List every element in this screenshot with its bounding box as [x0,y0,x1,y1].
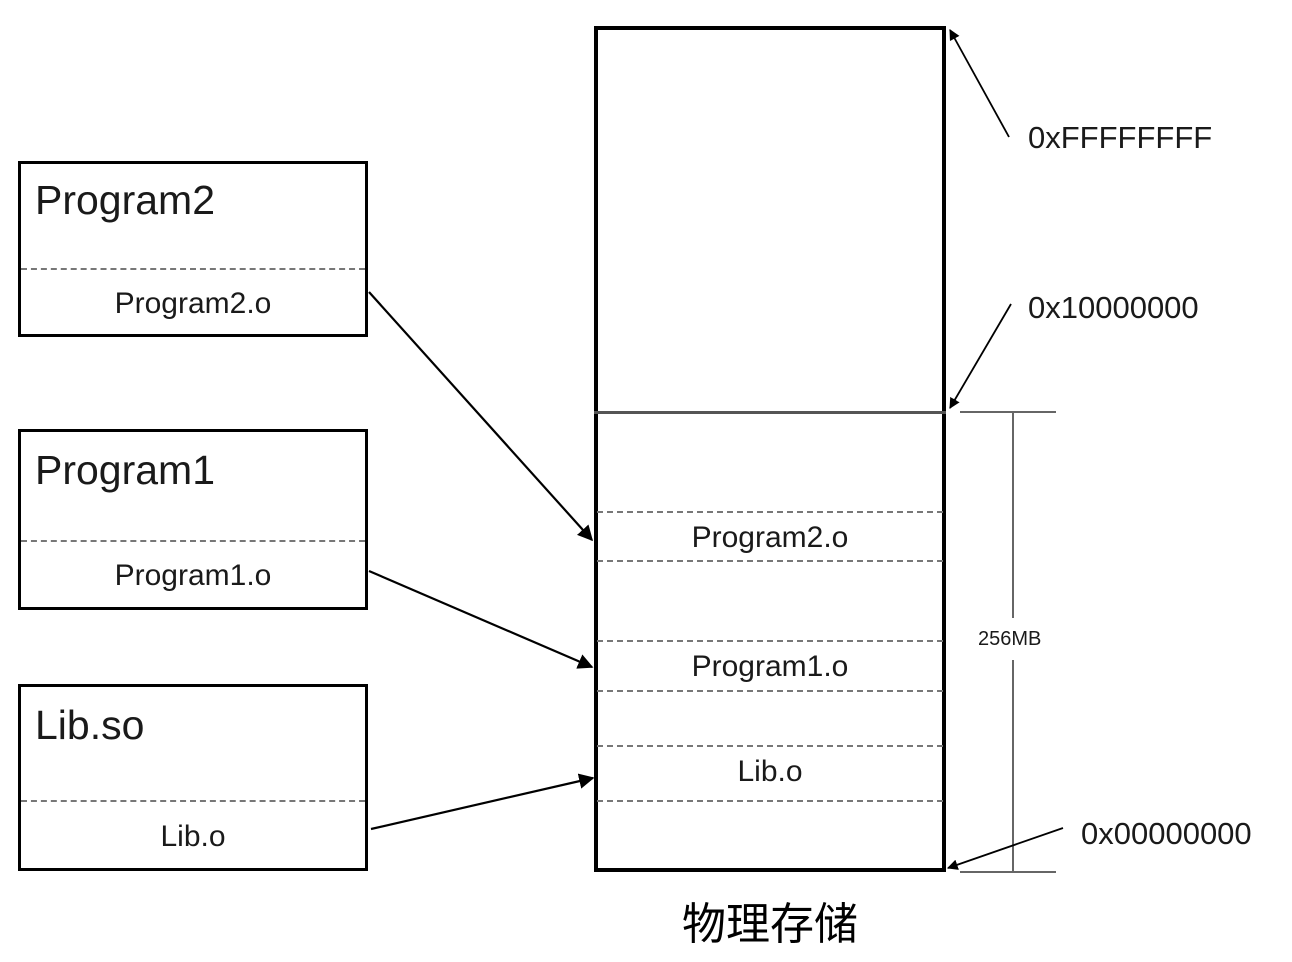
physical-memory-column [594,26,946,872]
memory-segment-label-program2: Program2.o [691,521,849,554]
program-box-divider [21,540,365,542]
arrow-libo-to-memory [370,773,595,831]
program-box-title: Lib.so [35,702,145,748]
memory-segment-divider [597,640,943,642]
memory-segment-label-libo: Lib.o [737,755,803,788]
memory-size-label: 256MB [975,626,1045,653]
diagram-caption: 物理存储 [682,900,858,949]
size-bracket-line-upper [1012,411,1014,618]
memory-segment-divider [597,560,943,562]
size-bracket-line-lower [1012,660,1014,872]
memory-segment-divider [597,690,943,692]
memory-segment-divider [597,745,943,747]
program-box-libso: Lib.so Lib.o [18,684,368,871]
program-box-object-file: Lib.o [160,820,226,853]
memory-segment-divider [597,511,943,513]
program-box-program1: Program1 Program1.o [18,429,368,610]
program-box-object-file: Program1.o [114,559,272,592]
program-box-program2: Program2 Program2.o [18,161,368,337]
program-box-divider [21,800,365,802]
size-bracket-bottom-tick [960,871,1056,873]
leader-line-boundary-address [949,303,1012,409]
program-box-title: Program2 [35,177,216,223]
arrow-program2-to-memory [368,291,594,542]
address-label-top: 0xFFFFFFFF [1028,120,1213,155]
size-bracket-top-tick [960,411,1056,413]
leader-line-bottom-address [946,827,1064,870]
arrow-program1-to-memory [368,569,594,669]
leader-line-top-address [949,29,1010,138]
address-label-boundary: 0x10000000 [1028,290,1199,325]
memory-segment-divider [597,800,943,802]
program-box-divider [21,268,365,270]
memory-boundary-divider [594,411,946,414]
memory-segment-label-program1: Program1.o [691,650,849,683]
program-box-object-file: Program2.o [114,287,272,320]
program-box-title: Program1 [35,447,216,493]
address-label-bottom: 0x00000000 [1081,816,1252,851]
